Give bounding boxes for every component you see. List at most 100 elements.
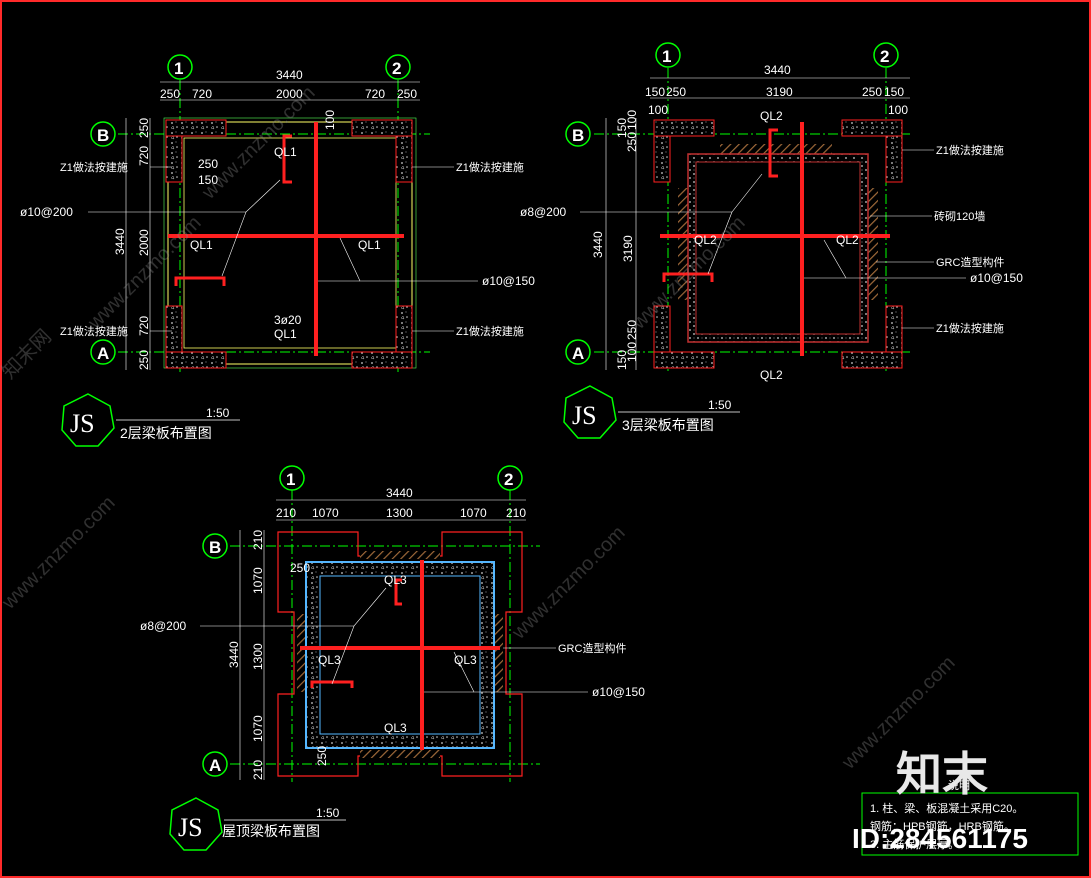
axis-label-1: 1 xyxy=(662,47,671,66)
slab-inner-outline xyxy=(183,137,397,349)
dim-left-0: 250 xyxy=(137,118,151,138)
label-ql2-right: QL2 xyxy=(836,233,859,247)
column-group xyxy=(165,119,413,369)
label-ql1-top: QL1 xyxy=(274,145,297,159)
axis-bubble-1 xyxy=(279,465,305,491)
dim-left-1: 1070 xyxy=(251,567,265,594)
section-mark-top xyxy=(394,578,402,606)
section-mark-bottom xyxy=(310,680,354,688)
notes-panel: 说明 1. 柱、梁、板混凝土采用C20。 钢筋：HPB钢筋，HRB钢筋。 3. … xyxy=(861,778,1079,856)
axis-label-b: B xyxy=(209,538,221,557)
column-z1 xyxy=(351,351,413,369)
label-3phi20: 3ø20 xyxy=(274,313,302,327)
label-ql2-top: QL2 xyxy=(760,109,783,123)
dim-100: 100 xyxy=(323,110,337,130)
plan-level-3: 1 2 B A 3440 xyxy=(520,42,1023,439)
axis-label-b: B xyxy=(97,126,109,145)
axis-bubble-a xyxy=(90,339,116,365)
axis-label-2: 2 xyxy=(392,59,401,78)
dim-left-3: 3190 xyxy=(621,235,635,262)
dim-left-3: 1070 xyxy=(251,715,265,742)
dim-250-top: 250 xyxy=(290,561,310,575)
axis-label-2: 2 xyxy=(504,470,513,489)
axis-bubble-2 xyxy=(385,54,411,80)
label-z1-top-right: Z1做法按建施 xyxy=(456,160,524,174)
dim-top-0: 210 xyxy=(276,506,296,520)
label-ql2-bottom: QL2 xyxy=(760,368,783,382)
dim-top-1: 250 xyxy=(666,85,686,99)
section-mark-bottom xyxy=(662,272,714,282)
dim-top-4: 250 xyxy=(397,87,417,101)
label-ql3-top: QL3 xyxy=(384,573,407,587)
dim-top-3: 250 xyxy=(862,85,882,99)
js-badge xyxy=(169,797,223,851)
dim-left-total: 3440 xyxy=(113,228,127,255)
notes-heading: 说明 xyxy=(948,778,970,792)
plan-scale: 1:50 xyxy=(206,406,230,420)
dim-left-4: 250 xyxy=(137,350,151,370)
dim-top-2: 2000 xyxy=(276,87,303,101)
roof-outline xyxy=(277,531,523,777)
axis-bubble-b xyxy=(90,121,116,147)
label-rebar-right: ø10@150 xyxy=(482,274,535,288)
column-z1 xyxy=(653,119,715,137)
plan-title: 2层梁板布置图 xyxy=(120,425,212,441)
label-rebar-left: ø10@200 xyxy=(20,205,73,219)
axis-label-1: 1 xyxy=(286,470,295,489)
axis-label-1: 1 xyxy=(174,59,183,78)
dim-total: 3440 xyxy=(276,68,303,82)
dim-left-total: 3440 xyxy=(591,231,605,258)
js-badge-text: JS xyxy=(70,409,95,438)
label-wall-120: 砖砌120墙 xyxy=(934,209,985,223)
label-grc: GRC造型构件 xyxy=(558,641,626,655)
axis-bubble-a xyxy=(202,751,228,777)
column-z1 xyxy=(165,119,227,137)
axis-bubble-1 xyxy=(655,42,681,68)
plan-title: 屋顶梁板布置图 xyxy=(222,823,320,839)
js-badge-text: JS xyxy=(178,813,203,842)
room-inner xyxy=(695,161,861,335)
label-z1-bottom-right: Z1做法按建施 xyxy=(456,324,524,338)
dim-total: 3440 xyxy=(386,486,413,500)
dim-left-4: 210 xyxy=(251,760,265,780)
leader-rebar-left-2 xyxy=(707,211,733,275)
dim-top-2: 1300 xyxy=(386,506,413,520)
dim-top-2: 3190 xyxy=(766,85,793,99)
grc-panel-right xyxy=(868,188,878,300)
leader-rebar-left-2 xyxy=(331,625,355,685)
dim-top-4: 210 xyxy=(506,506,526,520)
label-rebar-left: ø8@200 xyxy=(140,619,187,633)
dim-250: 250 xyxy=(198,157,218,171)
dim-top-1: 720 xyxy=(192,87,212,101)
dim-100-right: 100 xyxy=(888,103,908,117)
grc-panel-left xyxy=(297,614,305,692)
axis-bubble-2 xyxy=(497,465,523,491)
axis-label-a: A xyxy=(572,344,584,363)
dim-150: 150 xyxy=(198,173,218,187)
slab-outer-line xyxy=(163,117,417,369)
dim-left-1: 720 xyxy=(137,146,151,166)
axis-bubble-a xyxy=(565,339,591,365)
dim-top-0: 250 xyxy=(160,87,180,101)
axis-bubble-b xyxy=(565,121,591,147)
section-mark-bottom xyxy=(174,276,226,286)
label-grc: GRC造型构件 xyxy=(936,255,1004,269)
grc-panel-bottom xyxy=(360,750,440,758)
watermark-text: www.znzmo.com xyxy=(507,522,629,644)
roof-inner xyxy=(319,575,481,735)
label-ql3-right: QL3 xyxy=(454,653,477,667)
axis-label-a: A xyxy=(97,344,109,363)
column-z1 xyxy=(841,119,903,137)
label-ql3-bottom: QL3 xyxy=(384,721,407,735)
dim-top-3: 720 xyxy=(365,87,385,101)
label-z1-top: Z1做法按建施 xyxy=(936,143,1004,157)
js-badge xyxy=(563,385,617,439)
grc-panel-right xyxy=(495,614,503,692)
dim-left-1: 250 xyxy=(625,132,639,152)
js-badge xyxy=(61,393,115,447)
axis-bubble-1 xyxy=(167,54,193,80)
plan-scale: 1:50 xyxy=(316,806,340,820)
label-z1-top-left: Z1做法按建施 xyxy=(60,160,128,174)
dim-100-left: 100 xyxy=(648,103,668,117)
notes-line-2: 钢筋：HPB钢筋，HRB钢筋。 xyxy=(870,819,1015,833)
